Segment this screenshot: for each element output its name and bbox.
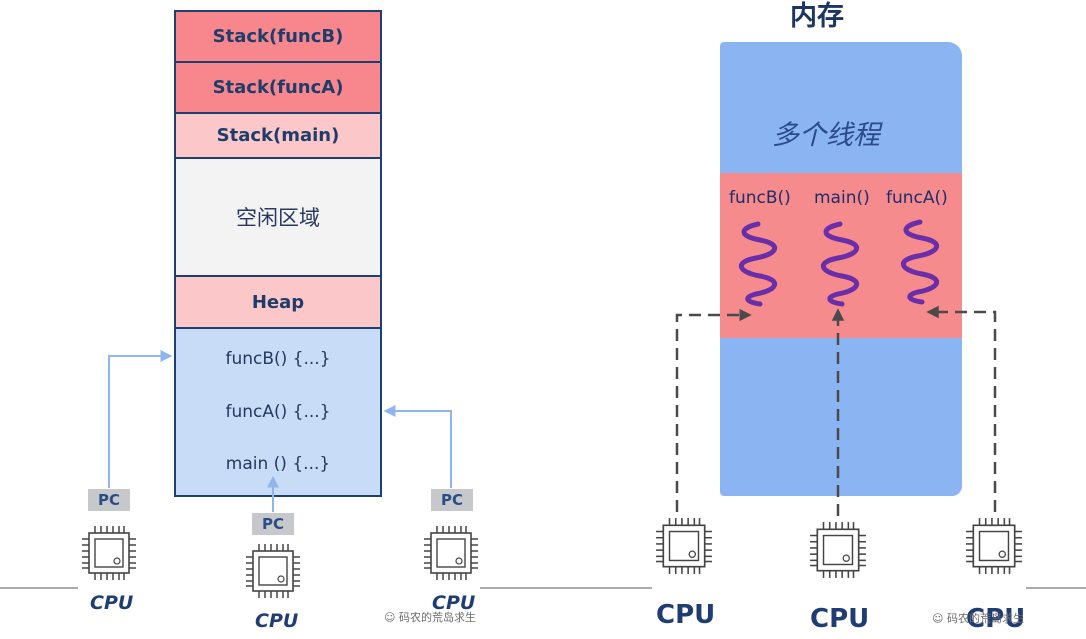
heap-segment: Heap (174, 275, 382, 329)
wechat-icon: ☺ (384, 611, 396, 624)
watermark-left: ☺ 码农的荒岛求生 (384, 609, 476, 625)
cpu-label-right-2: CPU (810, 604, 870, 634)
stack-funca-label: Stack(funcA) (212, 77, 344, 98)
thread-label-main: main() (814, 188, 870, 208)
cpu-label-right: CPU (432, 592, 476, 614)
pc-arrow-funcb (108, 350, 173, 488)
stack-main-label: Stack(main) (216, 125, 340, 146)
code-segment: funcB() {...} funcA() {...} main () {...… (174, 327, 382, 497)
thread-label-funcb: funcB() (729, 188, 791, 208)
cpu-arrow-funca (926, 305, 997, 512)
cpu-chip-icon (82, 526, 136, 580)
thread-squiggle-main-icon (821, 221, 859, 307)
watermark-right-text: 码农的荒岛求生 (946, 612, 1024, 625)
watermark-right: ☺ 码农的荒岛求生 (932, 610, 1024, 626)
pc-arrow-funca (383, 405, 452, 488)
cpu-chip-icon (246, 544, 300, 598)
thread-squiggle-funcb-icon (739, 221, 777, 307)
cpu-label-left: CPU (90, 592, 134, 614)
pc-tag-middle: PC (252, 513, 294, 535)
code-line-funca: funcA() {...} (225, 402, 331, 422)
pc-tag-left: PC (88, 489, 130, 511)
cpu-label-right-1: CPU (656, 600, 716, 630)
pc-tag-right: PC (431, 489, 473, 511)
heap-label: Heap (251, 291, 305, 313)
cpu-label-right-3: CPU (966, 604, 1026, 634)
stack-funcb-segment: Stack(funcB) (174, 10, 382, 63)
cpu-chip-icon (810, 522, 866, 578)
cpu-chip-icon (424, 526, 478, 580)
watermark-left-text: 码农的荒岛求生 (398, 611, 476, 624)
thread-squiggle-funca-icon (901, 219, 939, 305)
wechat-icon: ☺ (932, 612, 944, 625)
cpu-chip-icon (966, 518, 1022, 574)
code-line-funcb: funcB() {...} (225, 349, 331, 369)
cpu-label-middle: CPU (255, 610, 299, 632)
cpu-arrow-funcb (675, 308, 752, 512)
thread-label-funca: funcA() (886, 188, 948, 208)
cpu-chip-icon (656, 518, 712, 574)
stack-main-segment: Stack(main) (174, 112, 382, 159)
code-line-main: main () {...} (225, 454, 331, 474)
memory-title: 内存 (790, 1, 844, 32)
threads-label: 多个线程 (772, 120, 880, 151)
stack-funcb-label: Stack(funcB) (212, 26, 344, 47)
free-area-label: 空闲区域 (236, 206, 320, 230)
